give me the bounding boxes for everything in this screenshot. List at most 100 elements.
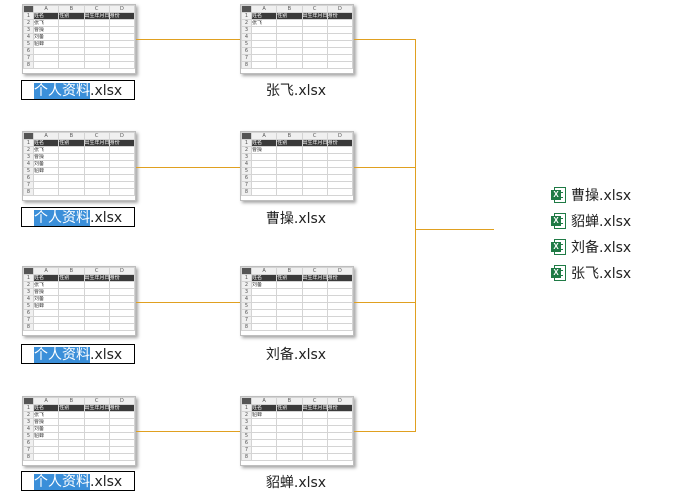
column-header: C xyxy=(83,5,110,13)
cell xyxy=(276,174,303,182)
column-header: D xyxy=(108,132,135,140)
cell xyxy=(108,174,135,182)
name-cell xyxy=(32,188,60,196)
column-header: A xyxy=(250,397,278,405)
row-number: 3 xyxy=(241,153,252,161)
cell xyxy=(301,323,328,331)
sheet-corner xyxy=(23,132,34,140)
cell xyxy=(276,453,303,461)
cell xyxy=(83,295,110,303)
filename-extension: .xlsx xyxy=(90,210,123,226)
cell xyxy=(58,418,85,426)
cell xyxy=(83,411,110,419)
cell xyxy=(58,47,85,55)
cell xyxy=(58,425,85,433)
row-number: 3 xyxy=(241,418,252,426)
cell xyxy=(108,160,135,168)
cell xyxy=(58,167,85,175)
row-number: 6 xyxy=(23,309,34,317)
cell xyxy=(326,61,353,69)
cell xyxy=(83,432,110,440)
name-cell xyxy=(250,418,278,426)
excel-file-icon: X xyxy=(551,265,566,281)
table-header-cell: 性别 xyxy=(58,404,85,412)
row-number: 1 xyxy=(241,12,252,20)
cell xyxy=(276,309,303,317)
file-item[interactable]: X 貂蝉.xlsx xyxy=(551,208,631,234)
cell xyxy=(83,146,110,154)
cell xyxy=(58,281,85,289)
cell xyxy=(83,40,110,48)
column-header: C xyxy=(83,397,110,405)
cell xyxy=(58,288,85,296)
name-cell: 貂蝉 xyxy=(32,167,60,175)
cell xyxy=(58,153,85,161)
row-number: 2 xyxy=(23,281,34,289)
row-number: 1 xyxy=(23,404,34,412)
source-filename-3: 个人资料.xlsx xyxy=(21,344,135,364)
sheet-corner xyxy=(241,5,252,13)
connector-line xyxy=(136,39,240,40)
name-cell: 张飞 xyxy=(32,411,60,419)
cell xyxy=(83,26,110,34)
cell xyxy=(326,295,353,303)
cell xyxy=(301,439,328,447)
cell xyxy=(326,288,353,296)
connector-line xyxy=(354,302,415,303)
column-header: B xyxy=(276,397,303,405)
cell xyxy=(326,33,353,41)
row-number: 6 xyxy=(241,309,252,317)
cell xyxy=(108,281,135,289)
name-cell xyxy=(250,153,278,161)
cell xyxy=(108,316,135,324)
name-cell xyxy=(250,33,278,41)
cell xyxy=(108,61,135,69)
cell xyxy=(326,316,353,324)
cell xyxy=(108,153,135,161)
cell xyxy=(83,453,110,461)
table-header-cell: 出生年月日 xyxy=(83,12,110,20)
name-cell xyxy=(250,439,278,447)
name-cell: 张飞 xyxy=(32,19,60,27)
name-cell xyxy=(250,295,278,303)
cell xyxy=(301,26,328,34)
cell xyxy=(58,146,85,154)
table-header-cell: 姓名 xyxy=(32,274,60,282)
row-number: 5 xyxy=(241,302,252,310)
row-number: 1 xyxy=(241,274,252,282)
sheet-corner xyxy=(241,132,252,140)
column-header: B xyxy=(276,267,303,275)
column-header: D xyxy=(326,132,353,140)
cell xyxy=(326,411,353,419)
row-number: 7 xyxy=(23,316,34,324)
table-header-cell: 姓名 xyxy=(32,139,60,147)
name-cell: 貂蝉 xyxy=(250,411,278,419)
column-header: A xyxy=(32,5,60,13)
column-header: D xyxy=(326,5,353,13)
output-filename-3: 刘备.xlsx xyxy=(265,347,327,363)
file-label: 刘备.xlsx xyxy=(571,240,632,256)
cell xyxy=(326,439,353,447)
column-header: A xyxy=(250,132,278,140)
file-item[interactable]: X 刘备.xlsx xyxy=(551,234,631,260)
name-cell: 貂蝉 xyxy=(32,302,60,310)
cell xyxy=(276,33,303,41)
cell xyxy=(326,181,353,189)
name-cell: 貂蝉 xyxy=(32,40,60,48)
cell xyxy=(83,425,110,433)
name-cell xyxy=(32,309,60,317)
cell xyxy=(83,167,110,175)
row-number: 4 xyxy=(23,295,34,303)
cell xyxy=(83,316,110,324)
file-item[interactable]: X 张飞.xlsx xyxy=(551,260,631,286)
row-number: 3 xyxy=(23,418,34,426)
result-file-list: X 曹操.xlsx X 貂蝉.xlsx X 刘备.xlsx X 张飞.xlsx xyxy=(551,182,631,286)
file-item[interactable]: X 曹操.xlsx xyxy=(551,182,631,208)
column-header: A xyxy=(32,132,60,140)
row-number: 8 xyxy=(23,188,34,196)
column-header: D xyxy=(108,397,135,405)
row-number: 6 xyxy=(23,174,34,182)
cell xyxy=(301,146,328,154)
